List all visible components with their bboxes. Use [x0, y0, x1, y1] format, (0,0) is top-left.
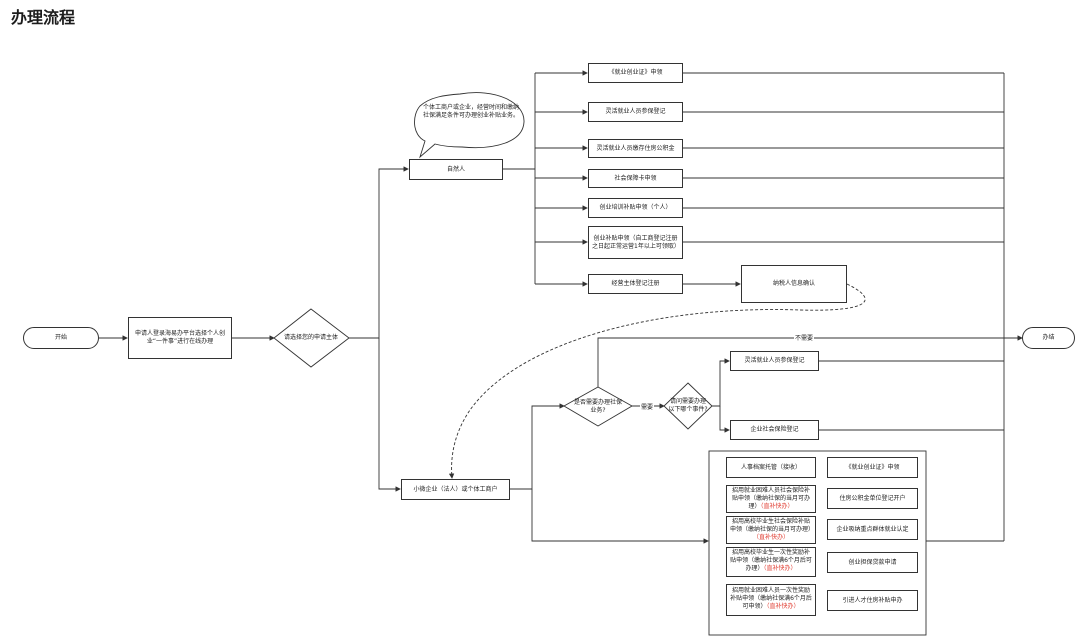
service-left-4: 招用高校毕业生一次性奖励补贴申领（缴纳社保满6个月后可办理）（直补快办） [726, 547, 816, 577]
service-left-4-text: 招用高校毕业生一次性奖励补贴申领（缴纳社保满6个月后可办理） [730, 549, 812, 572]
service-left-3: 招用高校毕业生社会保险补贴申领（缴纳社保的当月可办理）（直补快办） [726, 516, 816, 544]
decision-need-social-shape [563, 386, 633, 427]
natural-item-1: 《就业创业证》申领 [588, 63, 683, 83]
service-right-2: 住房公积金单位登记开户 [827, 488, 918, 509]
natural-person-node: 自然人 [409, 159, 503, 180]
taxpayer-confirm-node: 纳税人信息确认 [741, 265, 847, 303]
enterprise-services-box [708, 450, 927, 636]
decision-subject: 请选择您的申请主体 [283, 334, 338, 341]
decision-need-social: 是否需要办理社保业务? [574, 399, 623, 414]
natural-item-2: 灵活就业人员参保登记 [588, 102, 683, 122]
start-node: 开始 [23, 327, 99, 349]
natural-item-7: 经营主体登记注册 [588, 274, 683, 294]
decision-subject-shape [273, 308, 350, 368]
end-node: 办结 [1022, 327, 1075, 349]
service-left-5: 招用就业困难人员一次性奖励补贴申领（缴纳社保满6个月后可申领）（直补快办） [726, 584, 816, 616]
natural-item-6: 创业补贴申领（自工商登记注册之日起正常运营1年以上可领取） [588, 226, 683, 259]
apply-online-node: 申请人登录海易办平台选择个人创业“一件事”进行在线办理 [128, 317, 232, 359]
service-left-4-tag: （直补快办） [763, 565, 797, 572]
service-left-3-text: 招用高校毕业生社会保险补贴申领（缴纳社保的当月可办理） [730, 518, 815, 533]
page-title: 办理流程 [11, 8, 76, 27]
service-left-2-tag: （直补快办） [760, 503, 794, 510]
service-left-2: 招用就业困难人员社会保险补贴申领（缴纳社保的当月可办理）（直补快办） [726, 485, 816, 513]
enterprise-node: 小微企业（法人）或个体工商户 [401, 479, 510, 500]
service-left-1: 人事档案托管（接收） [726, 457, 816, 478]
social-item-1: 灵活就业人员参保登记 [730, 351, 819, 371]
decision-which-item-shape [663, 382, 713, 430]
natural-item-3: 灵活就业人员缴存住房公积金 [588, 139, 683, 158]
service-left-3-tag: （直补快办） [752, 534, 789, 541]
social-item-2: 企业社会保险登记 [730, 420, 819, 440]
speech-bubble-note: 个体工商户或企业，经营时间和缴纳社保满足条件可办理创业补贴业务。 [422, 104, 519, 119]
service-left-5-tag: （直补快办） [766, 603, 800, 610]
natural-item-5: 创业培训补贴申领（个人） [588, 198, 683, 218]
service-right-3: 企业吸纳重点群体就业认定 [827, 519, 918, 540]
label-need: 需要 [640, 402, 655, 411]
service-left-1-text: 人事档案托管（接收） [740, 463, 801, 471]
service-left-2-text: 招用就业困难人员社会保险补贴申领（缴纳社保的当月可办理） [731, 487, 810, 510]
service-left-5-text: 招用就业困难人员一次性奖励补贴申领（缴纳社保满6个月后可申领） [730, 587, 812, 610]
decision-which-item: 请问需要办理以下哪个事件? [668, 398, 708, 413]
service-right-4: 创业担保贷款申请 [827, 552, 918, 573]
speech-bubble-shape [414, 92, 525, 159]
natural-item-4: 社会保障卡申领 [588, 169, 683, 188]
service-right-1: 《就业创业证》申领 [827, 457, 918, 478]
label-no-need: 不需要 [794, 333, 815, 342]
service-right-5: 引进人才住房补贴申办 [827, 590, 918, 611]
